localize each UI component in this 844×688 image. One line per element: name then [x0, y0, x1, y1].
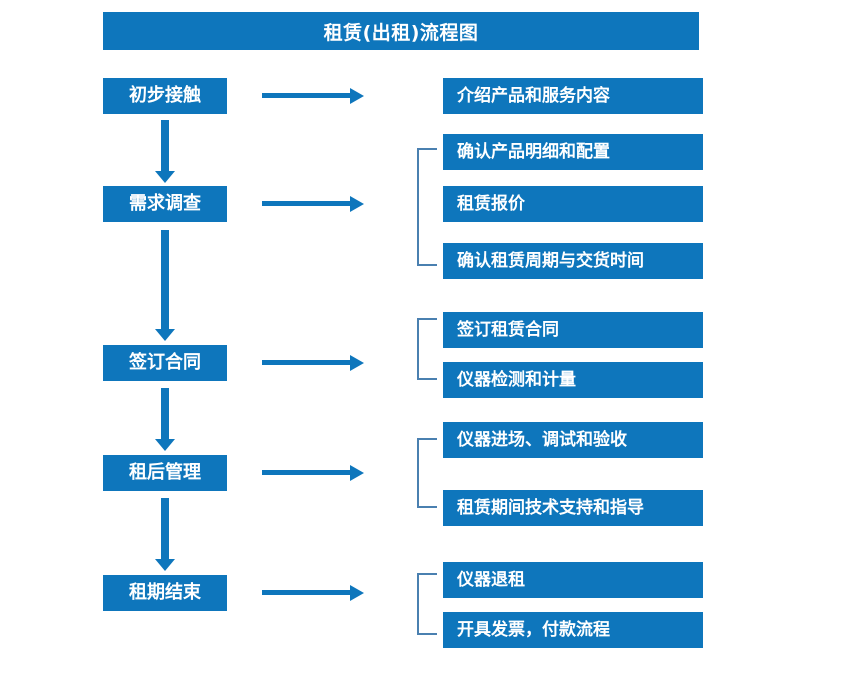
detail-box-invoice-payment[interactable]: 开具发票，付款流程 — [443, 612, 703, 648]
detail-box-introduce-products[interactable]: 介绍产品和服务内容 — [443, 78, 703, 114]
detail-box-instrument-return[interactable]: 仪器退租 — [443, 562, 703, 598]
arrow-down-icon-stage3-stage4 — [161, 388, 169, 440]
detail-box-sign-rental-contract[interactable]: 签订租赁合同 — [443, 312, 703, 348]
detail-box-instrument-inspection[interactable]: 仪器检测和计量 — [443, 362, 703, 398]
detail-box-rental-quotation[interactable]: 租赁报价 — [443, 186, 703, 222]
arrow-right-icon-stage1 — [262, 93, 350, 98]
arrow-down-icon-stage1-stage2 — [161, 120, 169, 172]
stage-box-requirement-survey[interactable]: 需求调查 — [103, 186, 227, 222]
arrow-right-icon-stage3 — [262, 360, 350, 365]
detail-box-technical-support[interactable]: 租赁期间技术支持和指导 — [443, 490, 703, 526]
stage-box-sign-contract[interactable]: 签订合同 — [103, 345, 227, 381]
arrow-right-icon-stage2 — [262, 201, 350, 206]
group-bracket-icon-stage3 — [417, 318, 437, 380]
arrow-down-icon-stage4-stage5 — [161, 498, 169, 560]
page-title: 租赁(出租)流程图 — [103, 12, 699, 50]
arrow-down-icon-stage2-stage3 — [161, 230, 169, 330]
arrow-right-icon-stage5 — [262, 590, 350, 595]
arrow-right-icon-stage4 — [262, 470, 350, 475]
detail-box-instrument-onsite-acceptance[interactable]: 仪器进场、调试和验收 — [443, 422, 703, 458]
stage-box-post-rental-management[interactable]: 租后管理 — [103, 455, 227, 491]
stage-box-rental-end[interactable]: 租期结束 — [103, 575, 227, 611]
detail-box-confirm-period-delivery[interactable]: 确认租赁周期与交货时间 — [443, 243, 703, 279]
stage-box-initial-contact[interactable]: 初步接触 — [103, 78, 227, 114]
detail-box-confirm-product-spec[interactable]: 确认产品明细和配置 — [443, 134, 703, 170]
group-bracket-icon-stage2 — [417, 148, 437, 266]
group-bracket-icon-stage4 — [417, 438, 437, 508]
group-bracket-icon-stage5 — [417, 573, 437, 635]
